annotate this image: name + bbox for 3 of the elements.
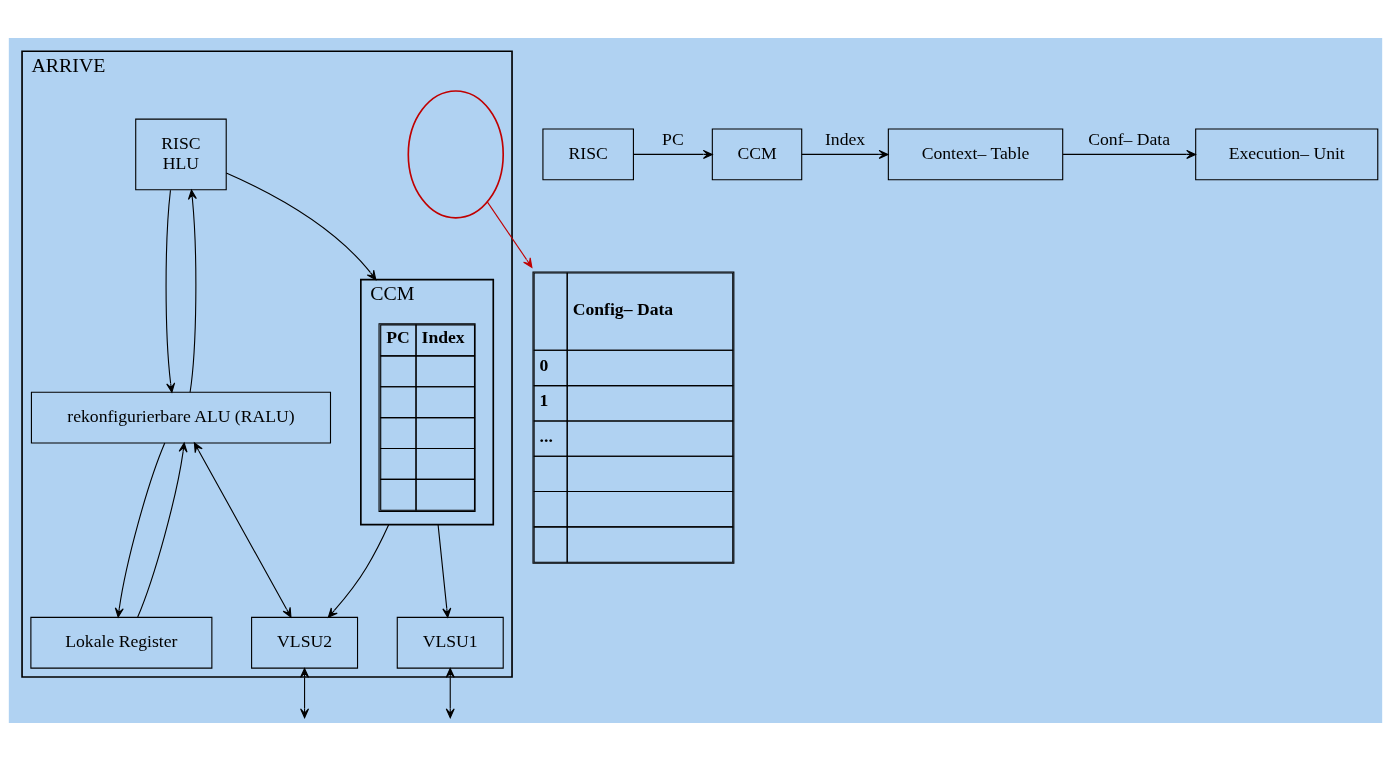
edge-label: Index [824, 128, 866, 149]
edge-label: Conf– Data [1088, 128, 1171, 149]
edge-label: PC [662, 128, 684, 149]
